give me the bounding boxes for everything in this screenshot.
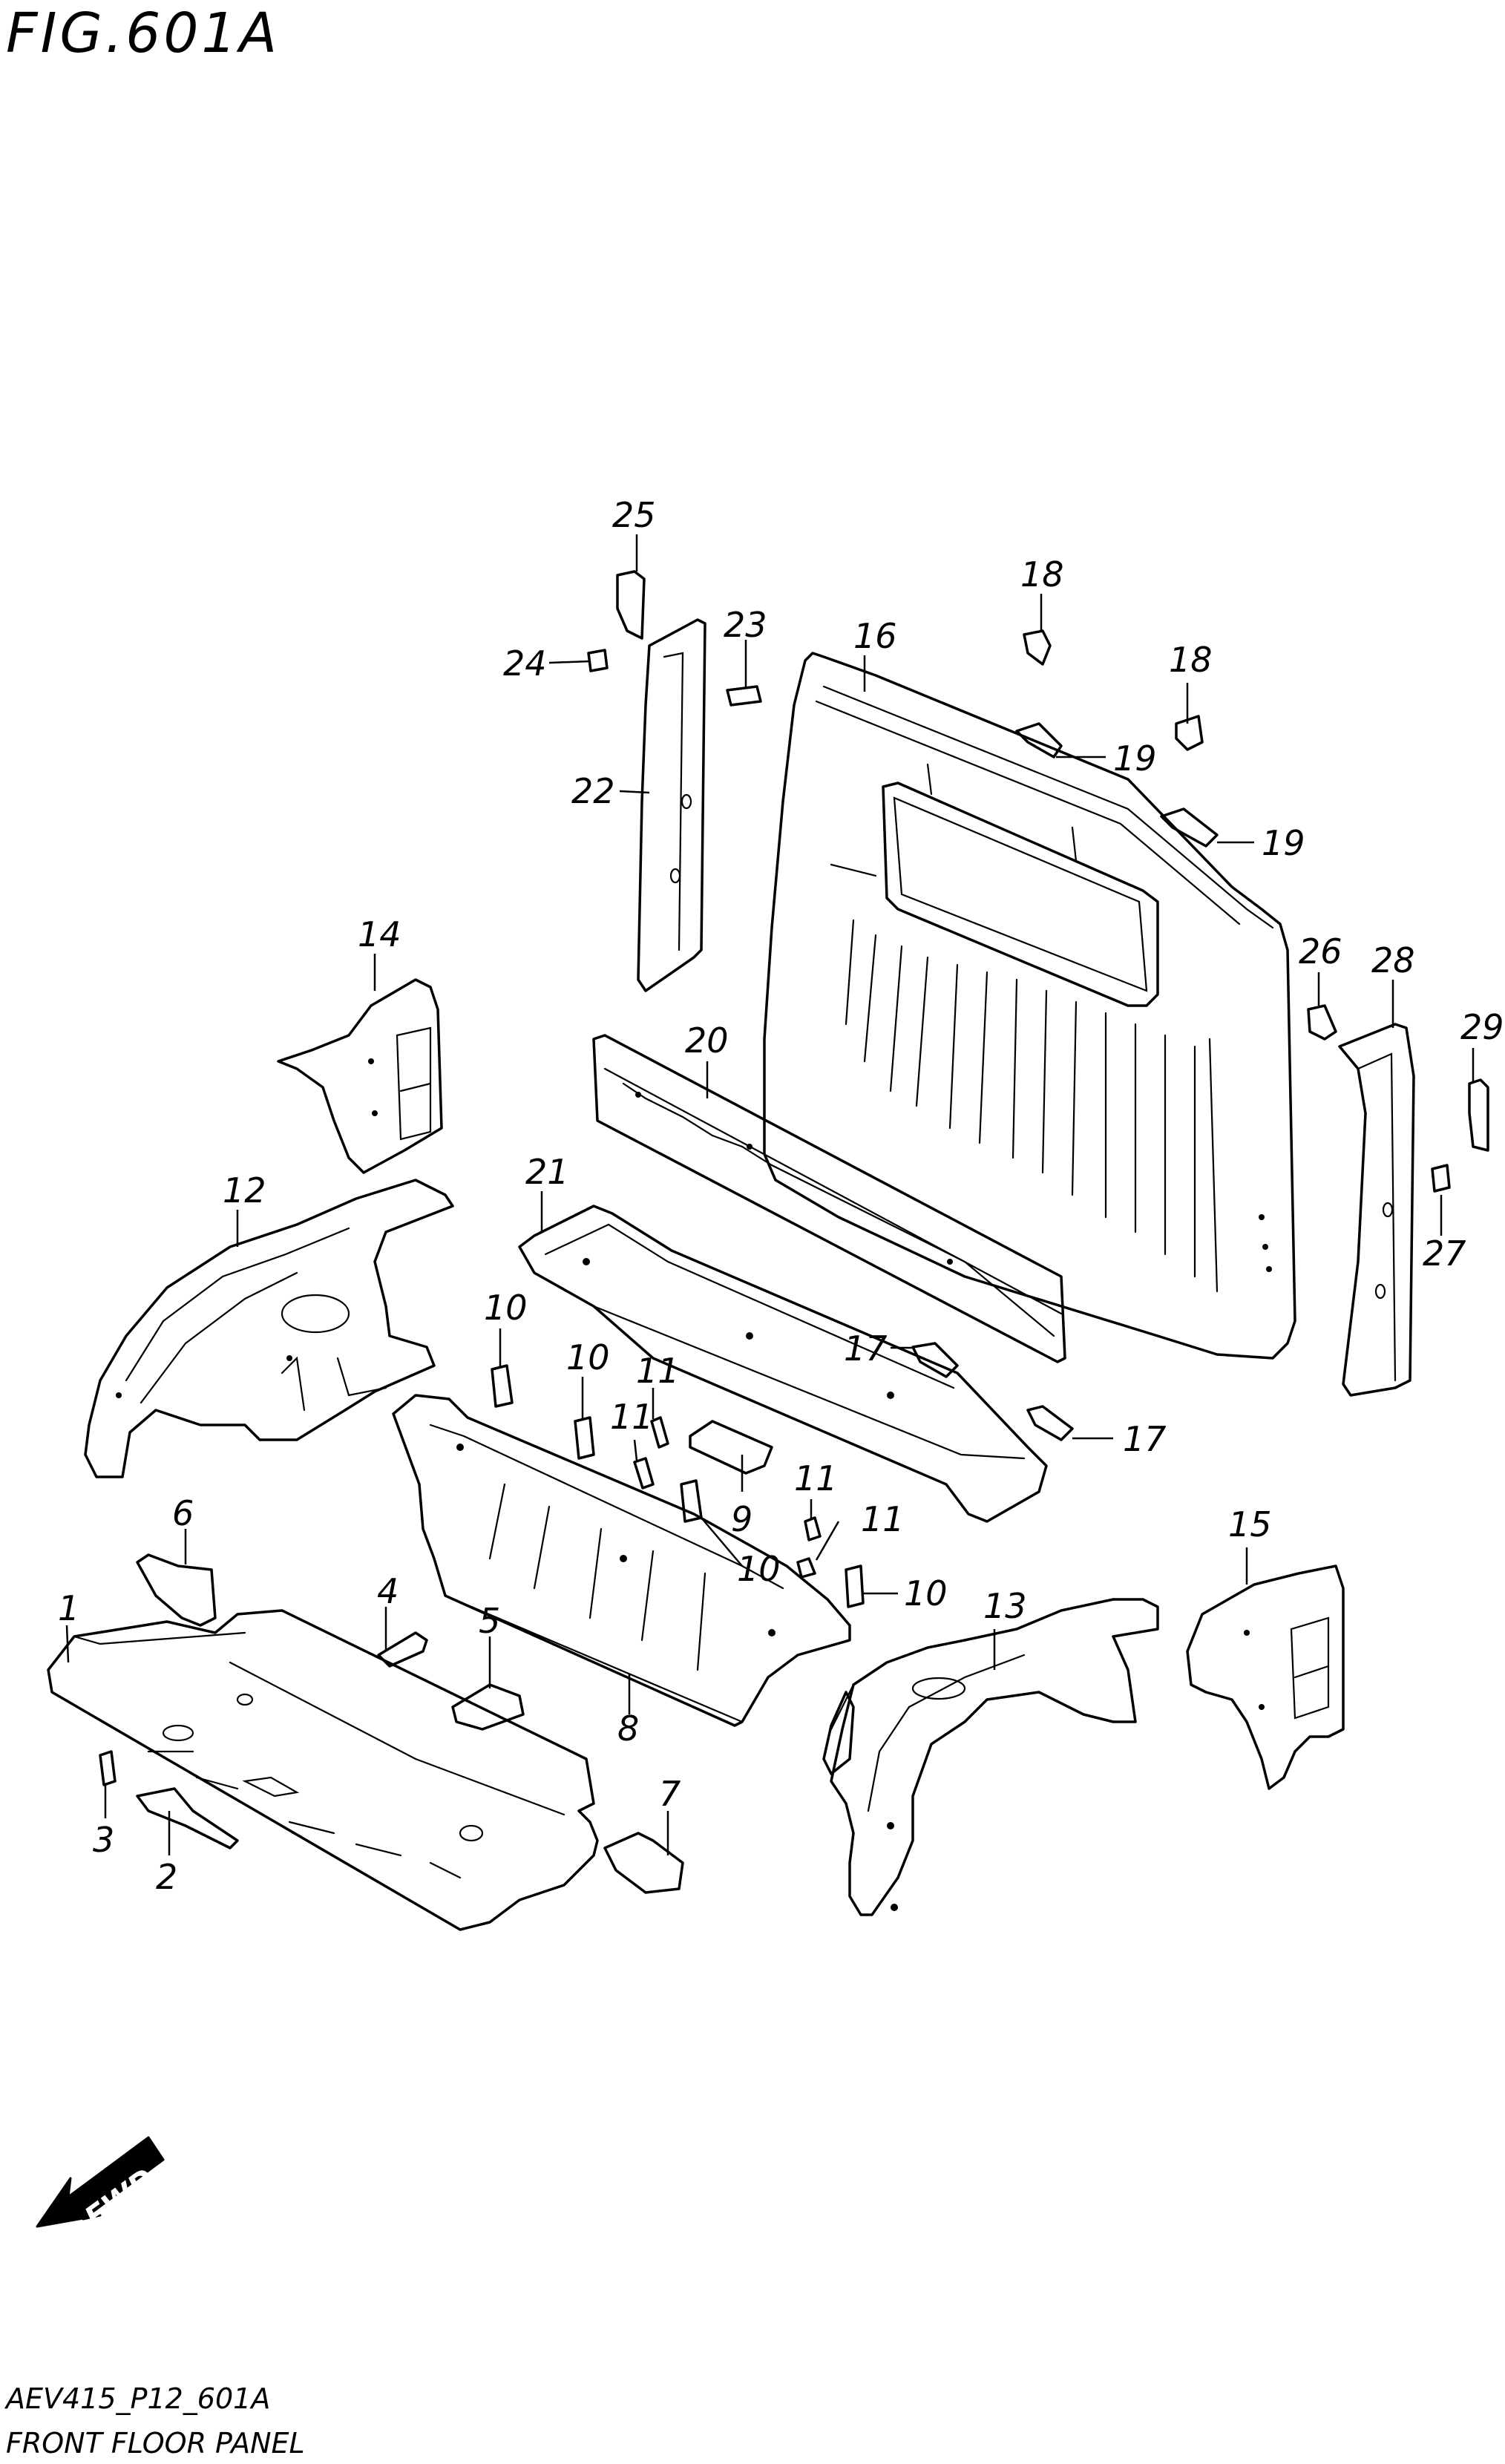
part-11c-clip — [804, 1516, 822, 1541]
callout-10c: 10 — [737, 1549, 781, 1589]
callout-11b: 11 — [610, 1397, 654, 1437]
callout-24: 24 — [503, 643, 547, 684]
callout-17b: 17 — [1123, 1419, 1167, 1459]
callout-7: 7 — [659, 1774, 681, 1814]
callout-22: 22 — [571, 771, 615, 811]
part-17a-clip — [911, 1342, 959, 1378]
footer-caption: FRONT FLOOR PANEL — [6, 2427, 305, 2460]
callout-5: 5 — [479, 1601, 500, 1641]
part-11b-clip — [633, 1457, 655, 1490]
part-12-wheelhouse — [84, 1179, 454, 1478]
part-18a-bracket — [1023, 629, 1052, 666]
part-11a-clip — [650, 1416, 669, 1449]
part-7-bracket — [603, 1832, 684, 1894]
callout-17a: 17 — [844, 1328, 888, 1369]
part-19a-bracket — [1015, 722, 1063, 758]
part-22-pillar — [637, 618, 706, 992]
callout-19b: 19 — [1262, 823, 1305, 863]
callout-27: 27 — [1423, 1233, 1466, 1274]
part-26-bracket — [1307, 1004, 1337, 1041]
part-14-inner-panel — [277, 978, 443, 1174]
callout-11c: 11 — [794, 1458, 838, 1498]
part-17b-clip — [1026, 1405, 1074, 1441]
callout-25: 25 — [612, 495, 656, 535]
part-8-cross-panel — [392, 1394, 851, 1727]
part-3-clip — [99, 1750, 117, 1786]
part-13-wheelhouse — [822, 1598, 1159, 1916]
callout-15: 15 — [1228, 1504, 1272, 1544]
callout-4: 4 — [377, 1571, 399, 1611]
part-21-cross-member — [518, 1205, 1048, 1523]
part-25-bracket — [616, 570, 646, 640]
part-10d-plate — [845, 1564, 865, 1608]
part-28-right-pillar — [1338, 1023, 1415, 1397]
callout-11a: 11 — [636, 1351, 680, 1391]
part-9-plate — [689, 1420, 773, 1475]
callout-29: 29 — [1460, 1007, 1504, 1047]
callout-19a: 19 — [1113, 738, 1157, 779]
part-24-clip — [587, 649, 609, 672]
callout-20: 20 — [685, 1020, 729, 1061]
callout-1: 1 — [58, 1588, 79, 1628]
callouts: 25 24 23 16 18 18 19 19 22 26 28 29 27 2… — [58, 495, 1504, 1897]
callout-13: 13 — [983, 1586, 1027, 1626]
callout-9: 9 — [731, 1499, 752, 1539]
part-16-back-panel — [763, 652, 1296, 1360]
fwd-arrow-icon: FWD — [36, 2136, 165, 2235]
part-27-clip — [1431, 1164, 1451, 1193]
part-2-bracket — [136, 1787, 239, 1849]
part-29-plate — [1468, 1078, 1489, 1152]
part-18b-bracket — [1175, 715, 1204, 751]
callout-3: 3 — [93, 1820, 114, 1860]
callout-10a: 10 — [484, 1288, 528, 1328]
part-10b-plate — [574, 1416, 595, 1460]
part-20-cross-rail — [592, 1034, 1066, 1363]
callout-6: 6 — [172, 1493, 194, 1533]
callout-18a: 18 — [1020, 554, 1064, 594]
callout-16: 16 — [853, 616, 897, 656]
callout-28: 28 — [1371, 940, 1415, 980]
leader-lines — [65, 534, 1475, 1855]
callout-26: 26 — [1299, 931, 1342, 971]
figure-title: FIG.601A — [6, 1, 280, 65]
part-1-floor-panel — [47, 1609, 599, 1931]
callout-10d: 10 — [904, 1573, 948, 1613]
callout-2: 2 — [156, 1857, 177, 1897]
callout-23: 23 — [724, 605, 767, 645]
footer-code: AEV415_P12_601A — [4, 2382, 270, 2415]
callout-10b: 10 — [566, 1337, 610, 1377]
part-6-bracket — [136, 1553, 217, 1627]
part-11d-clip — [796, 1557, 816, 1579]
part-19b-bracket — [1160, 807, 1219, 848]
callout-12: 12 — [223, 1170, 266, 1210]
callout-14: 14 — [358, 914, 401, 954]
part-4-bracket — [377, 1631, 428, 1668]
callout-8: 8 — [617, 1708, 639, 1749]
callout-18b: 18 — [1169, 640, 1213, 680]
part-23-bracket — [726, 685, 762, 707]
part-15-inner-panel — [1186, 1564, 1345, 1790]
callout-21: 21 — [525, 1152, 569, 1192]
callout-11d: 11 — [861, 1499, 905, 1539]
part-10a-plate — [491, 1364, 514, 1408]
